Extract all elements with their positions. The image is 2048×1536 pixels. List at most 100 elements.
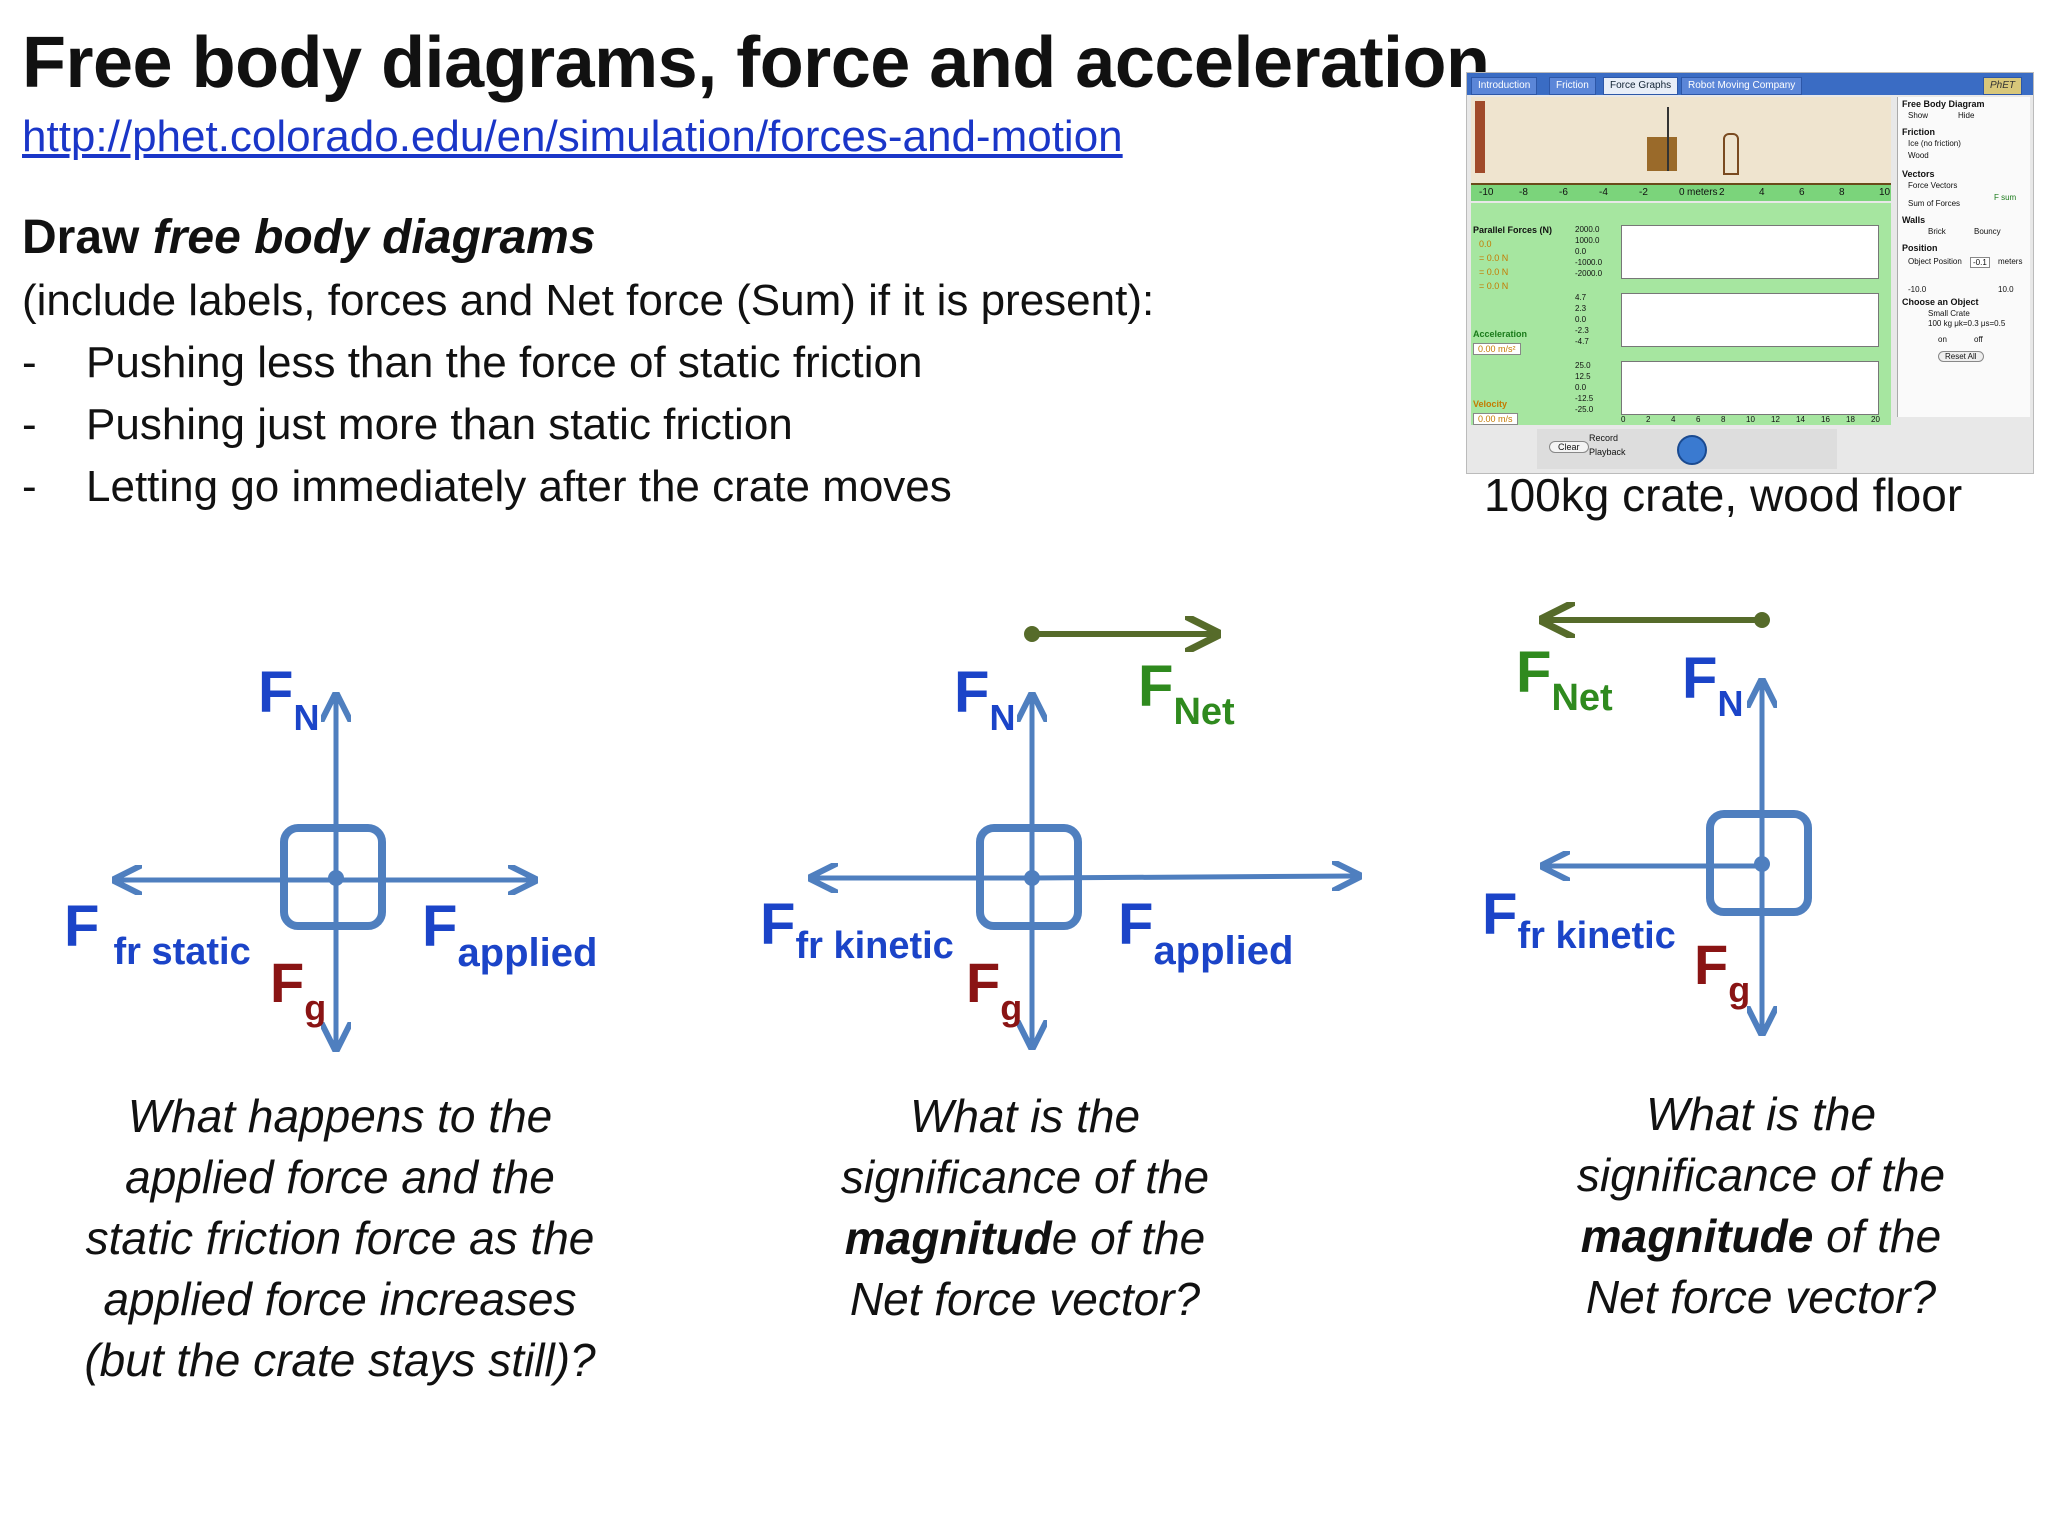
label-friction: Ffr kinetic — [1482, 882, 1676, 957]
center-dot — [1754, 856, 1770, 872]
pusher-figure-icon — [1723, 133, 1739, 175]
graph-tick-label: -4.7 — [1575, 337, 1589, 346]
position-title: Position — [1902, 243, 1938, 253]
record-radio[interactable]: Record — [1589, 433, 1619, 443]
label-applied: Fapplied — [422, 894, 597, 975]
clear-button[interactable]: Clear — [1549, 441, 1589, 453]
label-gravity: Fg — [966, 951, 1022, 1028]
wood-radio[interactable]: Wood — [1908, 151, 1929, 160]
question-line: significance of the — [1576, 1149, 1946, 1201]
graph-tick-label: 0.0 — [1575, 247, 1587, 256]
walls-title: Walls — [1902, 215, 1926, 225]
fbd-show-radio[interactable]: Show — [1908, 111, 1929, 120]
sound-off-radio[interactable]: off — [1974, 335, 1983, 344]
fbd-title: Free Body Diagram — [1902, 99, 1985, 109]
graph-tick-label: -1000.0 — [1575, 258, 1603, 267]
label-net: FNet — [1516, 640, 1613, 719]
bullet-item: -Pushing less than the force of static f… — [22, 338, 923, 387]
brick-radio[interactable]: Brick — [1928, 227, 1946, 236]
graph-tick-label: -12.5 — [1575, 394, 1594, 403]
force-row: = 0.0 N — [1479, 281, 1509, 291]
question-line: static friction force as the — [85, 1212, 595, 1264]
play-icon[interactable] — [1677, 435, 1707, 465]
force-row: = 0.0 N — [1479, 267, 1509, 277]
time-tick-label: 0 — [1621, 415, 1626, 424]
question-text: e of the — [1051, 1212, 1206, 1264]
object-position-input[interactable]: -0.1 — [1970, 257, 1990, 268]
phet-link[interactable]: http://phet.colorado.edu/en/simulation/f… — [22, 112, 1123, 161]
question-line: What is the — [909, 1090, 1141, 1142]
force-vectors-checkbox[interactable]: Force Vectors — [1908, 181, 1958, 190]
parallel-forces-label: Parallel Forces (N) — [1473, 225, 1553, 235]
sum-of-forces-checkbox[interactable]: Sum of Forces — [1908, 199, 1961, 208]
acceleration-value: 0.00 m/s² — [1473, 343, 1521, 355]
center-dot — [1024, 870, 1040, 886]
question-line: Net force vector? — [849, 1273, 1201, 1325]
crate-box — [1706, 810, 1812, 916]
tab-robot-moving-company[interactable]: Robot Moving Company — [1681, 77, 1803, 95]
ruler-tick-label: -4 — [1599, 187, 1608, 198]
question-line: applied force increases — [103, 1273, 577, 1325]
net-force-origin-dot — [1754, 612, 1770, 628]
slider-max: 10.0 — [1998, 285, 2014, 294]
friction-title: Friction — [1902, 127, 1935, 137]
label-gravity: Fg — [270, 951, 326, 1028]
sim-tab-bar: Introduction Friction Force Graphs Robot… — [1467, 73, 2033, 95]
instructions-note: (include labels, forces and Net force (S… — [22, 276, 1155, 325]
question-static: What happens to the applied force and th… — [40, 1086, 640, 1391]
label-normal: FN — [258, 660, 319, 738]
bullet-text: Pushing just more than static friction — [86, 400, 793, 449]
ruler-tick-label: 2 — [1719, 187, 1725, 198]
object-detail: 100 kg μk=0.3 μs=0.5 — [1928, 319, 2006, 328]
sim-scene — [1471, 97, 1891, 186]
ruler-tick-label: 8 — [1839, 187, 1845, 198]
graph-tick-label: 0.0 — [1575, 383, 1587, 392]
graph-tick-label: -25.0 — [1575, 405, 1594, 414]
tab-force-graphs[interactable]: Force Graphs — [1603, 77, 1679, 95]
object-position-unit: meters — [1998, 257, 2023, 266]
graph-tick-label: -2.3 — [1575, 326, 1589, 335]
graph-tick-label: 25.0 — [1575, 361, 1591, 370]
graph-tick-label: 2.3 — [1575, 304, 1587, 313]
simulation-screenshot: Introduction Friction Force Graphs Robot… — [1466, 72, 2034, 474]
graph-tick-label: 2000.0 — [1575, 225, 1600, 234]
question-line: magnitude of the — [1496, 1206, 2026, 1267]
fbd-hide-radio[interactable]: Hide — [1958, 111, 1975, 120]
label-normal: FN — [1682, 646, 1743, 724]
ruler-tick-label: -2 — [1639, 187, 1648, 198]
bouncy-radio[interactable]: Bouncy — [1974, 227, 2001, 236]
acceleration-label: Acceleration — [1473, 329, 1528, 339]
question-line: (but the crate stays still)? — [84, 1334, 596, 1386]
time-tick-label: 8 — [1721, 415, 1726, 424]
object-position-label: Object Position — [1908, 257, 1962, 266]
question-kinetic-released: What is the significance of the magnitud… — [1496, 1084, 2026, 1328]
simulation-caption: 100kg crate, wood floor — [1484, 469, 1963, 521]
crate-icon — [1647, 137, 1677, 171]
tab-introduction[interactable]: Introduction — [1471, 77, 1538, 95]
reset-all-button[interactable]: Reset All — [1938, 351, 1984, 362]
time-tick-label: 10 — [1746, 415, 1755, 424]
ice-radio[interactable]: Ice (no friction) — [1908, 139, 1961, 148]
sound-on-radio[interactable]: on — [1938, 335, 1947, 344]
heading-plain: Draw — [22, 211, 153, 264]
ruler-tick-label: -6 — [1559, 187, 1568, 198]
tab-friction[interactable]: Friction — [1549, 77, 1596, 95]
object-name[interactable]: Small Crate — [1928, 309, 1970, 318]
playback-radio[interactable]: Playback — [1589, 447, 1626, 457]
playback-controls: Clear Record Playback — [1537, 429, 1837, 469]
force-graphs-panel: Parallel Forces (N) 0.0 = 0.0 N = 0.0 N … — [1471, 203, 1891, 425]
ruler-tick-label: 10 — [1879, 187, 1891, 198]
force-row: 0.0 — [1479, 239, 1492, 249]
label-applied: Fapplied — [1118, 892, 1293, 973]
crate-box — [280, 824, 386, 930]
velocity-label: Velocity — [1473, 399, 1508, 409]
ruler-tick-label: 4 — [1759, 187, 1765, 198]
net-force-origin-dot — [1024, 626, 1040, 642]
instructions-heading: Draw free body diagrams — [22, 210, 596, 265]
bullet-item: -Letting go immediately after the crate … — [22, 462, 952, 511]
graph-tick-label: 1000.0 — [1575, 236, 1600, 245]
ruler-tick-label: -10 — [1479, 187, 1494, 198]
graph-tick-label: 4.7 — [1575, 293, 1587, 302]
label-gravity: Fg — [1694, 933, 1750, 1010]
